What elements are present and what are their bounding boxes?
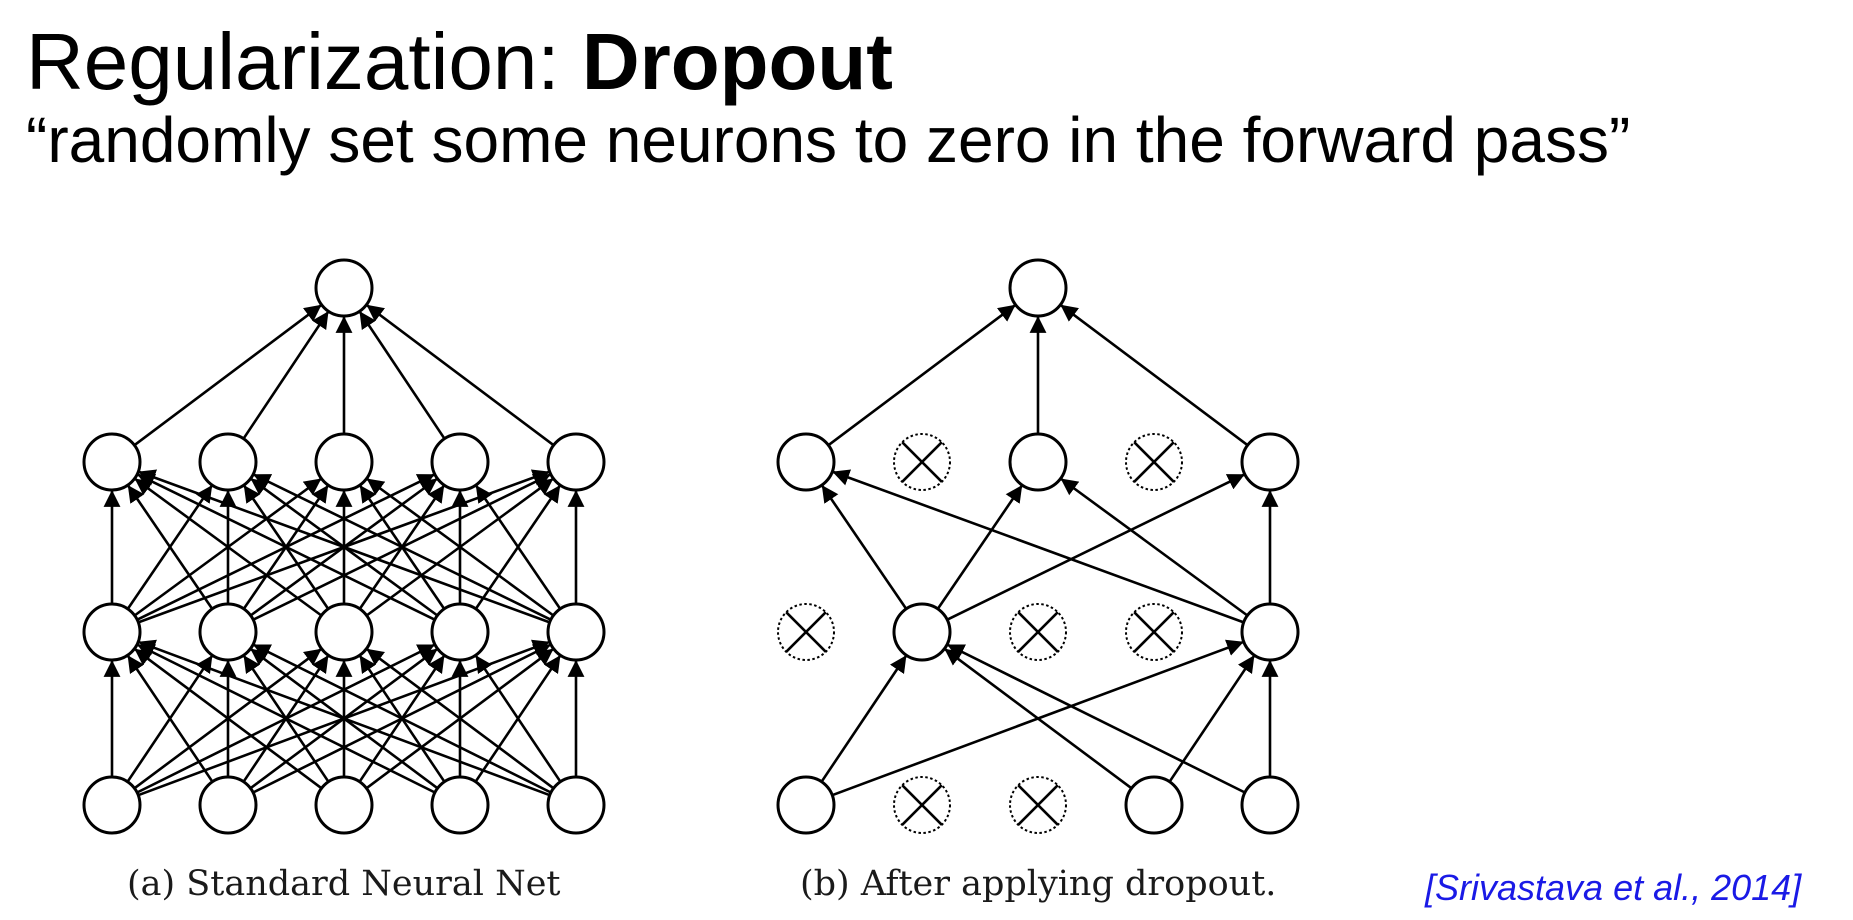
connection-arrow xyxy=(136,643,436,794)
neuron xyxy=(82,775,142,835)
connections xyxy=(103,303,585,797)
neuron xyxy=(198,602,258,662)
citation: [Srivastava et al., 2014] xyxy=(1425,867,1802,908)
connection-arrow xyxy=(126,654,214,783)
neuron xyxy=(314,258,374,318)
neuron xyxy=(1240,602,1300,662)
neuron xyxy=(314,775,374,835)
neurons xyxy=(82,258,606,835)
neuron xyxy=(430,602,490,662)
dropout-network-figure xyxy=(776,258,1300,835)
connection-arrow xyxy=(137,639,551,797)
slide-title: Regularization: Dropout xyxy=(26,14,893,110)
neuron xyxy=(1124,775,1184,835)
dropout-network-caption: (b) After applying dropout. xyxy=(800,864,1276,904)
dropped-x-icon xyxy=(1017,784,1059,826)
connection-arrow xyxy=(365,303,555,447)
neurons xyxy=(776,258,1300,835)
connection-arrow xyxy=(820,654,908,783)
connection-arrow xyxy=(126,484,214,610)
connection-arrow xyxy=(365,477,555,617)
dropped-x-icon xyxy=(785,611,827,653)
connection-arrow xyxy=(252,473,552,621)
connection-arrow xyxy=(252,643,552,794)
connection-arrow xyxy=(133,303,323,447)
neuron xyxy=(1240,432,1300,492)
connection-arrow xyxy=(358,310,446,440)
dropped-x-icon xyxy=(901,441,943,483)
neuron xyxy=(314,602,374,662)
connection-arrow xyxy=(831,469,1245,624)
neuron xyxy=(776,775,836,835)
connection-arrow xyxy=(474,484,562,610)
connection-arrow xyxy=(133,477,323,617)
connection-arrow xyxy=(133,647,323,790)
connection-arrow xyxy=(827,303,1017,447)
connection-arrow xyxy=(943,647,1133,790)
connections xyxy=(820,303,1279,797)
slide-subtitle: “randomly set some neurons to zero in th… xyxy=(26,104,1631,176)
dropped-x-icon xyxy=(1017,611,1059,653)
neuron xyxy=(1240,775,1300,835)
neuron xyxy=(546,602,606,662)
title-bold: Dropout xyxy=(581,17,893,106)
neuron xyxy=(430,432,490,492)
connection-arrow xyxy=(946,643,1246,794)
neuron xyxy=(198,775,258,835)
dropped-x-icon xyxy=(1133,441,1175,483)
connection-arrow xyxy=(137,469,551,624)
connection-arrow xyxy=(1059,303,1249,447)
standard-network-figure xyxy=(82,258,606,835)
neuron xyxy=(430,775,490,835)
connection-arrow xyxy=(946,473,1246,621)
standard-network-caption: (a) Standard Neural Net xyxy=(127,864,560,904)
neuron xyxy=(82,602,142,662)
connection-arrow xyxy=(136,473,436,621)
connection-arrow xyxy=(820,484,908,610)
neuron xyxy=(82,432,142,492)
connection-arrow xyxy=(365,647,555,790)
neuron xyxy=(546,432,606,492)
dropped-x-icon xyxy=(901,784,943,826)
connection-arrow xyxy=(474,654,562,783)
connection-arrow xyxy=(1059,477,1249,617)
neuron xyxy=(198,432,258,492)
neuron xyxy=(314,432,374,492)
neuron xyxy=(1008,258,1068,318)
connection-arrow xyxy=(936,484,1024,610)
connection-arrow xyxy=(1168,654,1256,783)
neuron xyxy=(776,432,836,492)
neuron xyxy=(546,775,606,835)
neuron xyxy=(1008,432,1068,492)
connection-arrow xyxy=(242,310,330,440)
title-prefix: Regularization: xyxy=(26,17,582,106)
dropped-x-icon xyxy=(1133,611,1175,653)
neuron xyxy=(892,602,952,662)
